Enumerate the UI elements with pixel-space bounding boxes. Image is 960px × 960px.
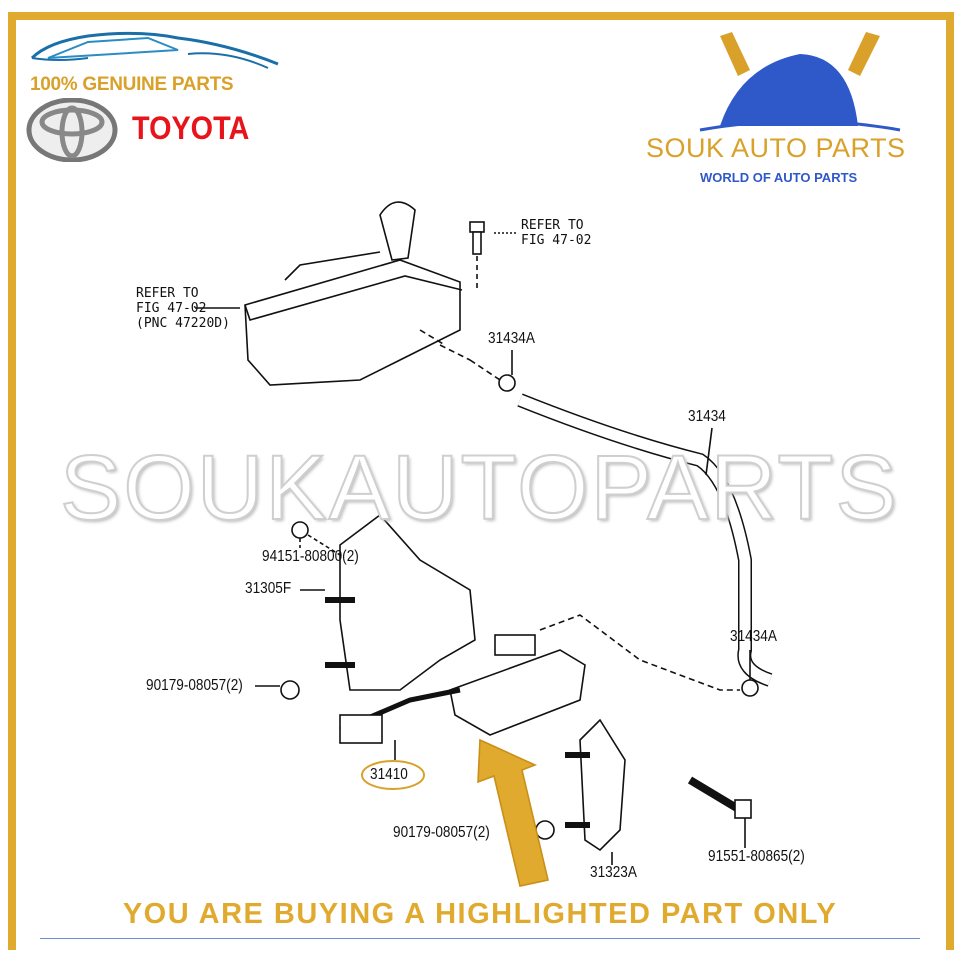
hose-31434 xyxy=(517,393,773,687)
bracket-31323A xyxy=(565,718,626,852)
footer-notice: YOU ARE BUYING A HIGHLIGHTED PART ONLY xyxy=(122,898,838,930)
part-90179-08057-left: 90179-08057(2) xyxy=(146,677,243,694)
toyota-emblem-icon xyxy=(26,98,118,162)
highlight-ring xyxy=(361,760,425,790)
genuine-parts-label: 100% GENUINE PARTS xyxy=(30,74,234,95)
refer-label-left: REFER TO FIG 47-02 (PNC 47220D) xyxy=(136,286,230,331)
part-31434: 31434 xyxy=(688,408,726,425)
bolt-top xyxy=(469,221,485,255)
nut-90179-left xyxy=(280,680,300,700)
car-logo-icon xyxy=(30,31,279,69)
watermark: SOUKAUTOPARTS xyxy=(59,437,899,539)
part-94151-80800: 94151-80800(2) xyxy=(262,548,359,565)
part-31323A: 31323A xyxy=(590,864,637,881)
bolt-91551 xyxy=(687,776,752,819)
gold-frame xyxy=(8,12,954,950)
store-name: SOUK AUTO PARTS xyxy=(646,133,906,163)
divider xyxy=(40,938,920,939)
part-90179-08057-bottom: 90179-08057(2) xyxy=(393,824,490,841)
highlight-arrow-icon xyxy=(477,738,549,887)
clamp-31434A-right xyxy=(741,679,759,697)
part-31434A-top: 31434A xyxy=(488,330,535,347)
part-31434A-right: 31434A xyxy=(730,628,777,645)
part-91551-80865: 91551-80865(2) xyxy=(708,848,805,865)
master-cylinder-31410 xyxy=(339,634,586,744)
clamp-31434A-top xyxy=(498,374,516,392)
reservoir-tank xyxy=(244,201,463,386)
refer-label-top-right: REFER TO FIG 47-02 xyxy=(521,218,592,248)
part-31305F: 31305F xyxy=(245,580,292,597)
store-tagline: WORLD OF AUTO PARTS xyxy=(700,170,858,185)
souk-logo-icon xyxy=(699,32,901,132)
toyota-label: TOYOTA xyxy=(132,110,250,146)
bracket-31305F xyxy=(325,513,476,691)
part-31410-highlighted: 31410 xyxy=(370,766,408,783)
nut-90179-bottom xyxy=(535,820,555,840)
